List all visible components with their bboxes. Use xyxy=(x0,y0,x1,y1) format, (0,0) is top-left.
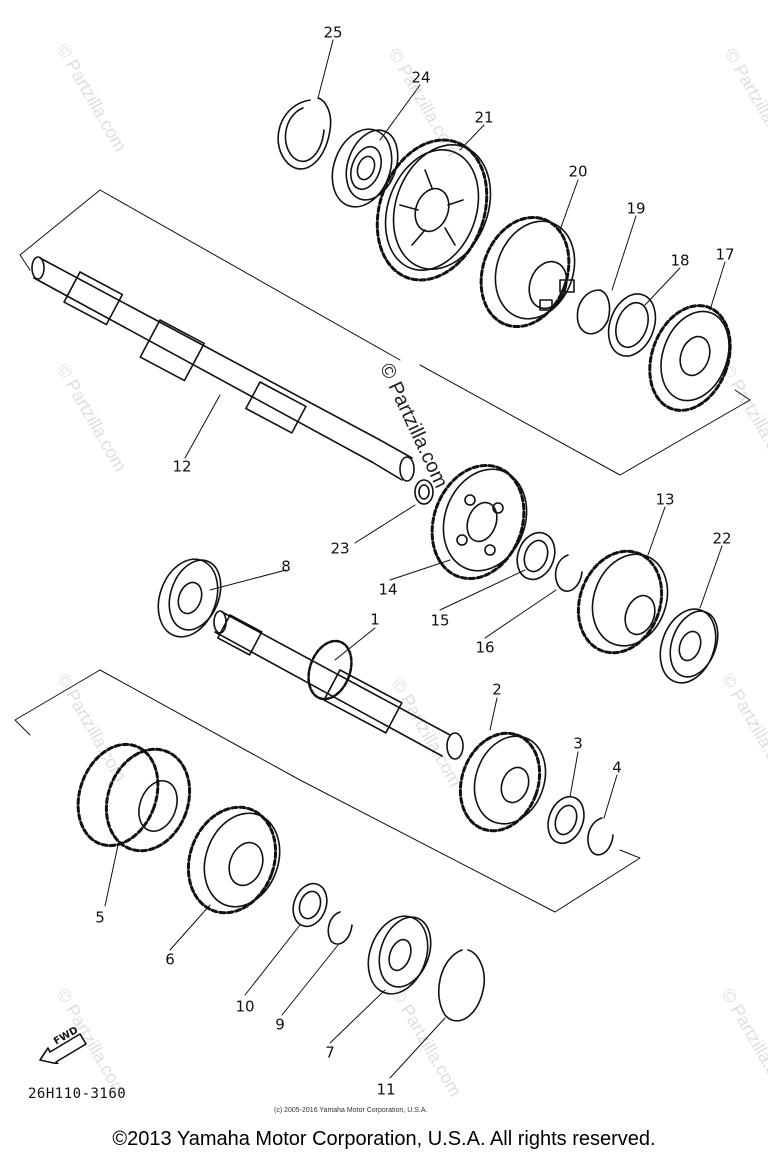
part-20-gear xyxy=(479,215,576,329)
part-5-gear xyxy=(76,742,192,853)
part-17-gear xyxy=(648,304,732,412)
part-label: 4 xyxy=(612,758,622,777)
part-label: 10 xyxy=(235,997,255,1016)
upper-frame xyxy=(19,189,751,476)
part-label: 5 xyxy=(95,908,105,927)
part-13-gear xyxy=(576,549,669,655)
part-label: 1 xyxy=(370,610,380,629)
part-label: 25 xyxy=(323,23,343,42)
part-label: 3 xyxy=(573,734,583,753)
fine-print: (c) 2005-2016 Yamaha Motor Corporation, … xyxy=(274,1107,428,1114)
part-24-bearing xyxy=(331,128,399,208)
part-label: 6 xyxy=(165,950,175,969)
part-18-washer xyxy=(607,293,657,357)
part-label: 11 xyxy=(376,1080,396,1099)
part-9-circlip xyxy=(327,911,353,945)
part-label: 24 xyxy=(411,68,431,87)
part-label: 19 xyxy=(626,199,646,218)
part-11-circlip xyxy=(437,949,486,1022)
part-4-circlip xyxy=(587,817,614,856)
part-label: 17 xyxy=(715,245,735,264)
part-label: 16 xyxy=(475,638,495,657)
diagram-code: 26H110-3160 xyxy=(28,1086,127,1102)
part-15-washer xyxy=(516,531,556,581)
part-16-circlip xyxy=(554,554,583,592)
part-label: 23 xyxy=(330,539,350,558)
fwd-arrow-icon xyxy=(39,1033,87,1064)
part-label: 2 xyxy=(492,680,502,699)
part-19-circlip xyxy=(576,289,611,335)
part-25-circlip xyxy=(277,97,332,170)
part-21-gear xyxy=(375,138,492,282)
part-23-collar xyxy=(414,479,434,505)
part-label: 21 xyxy=(474,108,494,127)
part-label: 7 xyxy=(325,1043,335,1062)
part-2-gear xyxy=(458,731,547,833)
lower-frame xyxy=(14,669,641,913)
part-label: 8 xyxy=(281,557,291,576)
part-label: 20 xyxy=(568,162,588,181)
part-label: 14 xyxy=(378,580,398,599)
part-label: 22 xyxy=(712,529,732,548)
part-12-shaft xyxy=(31,256,415,482)
part-10-washer xyxy=(292,882,328,928)
part-label: 15 xyxy=(430,611,450,630)
part-label: 12 xyxy=(172,457,192,476)
part-1-axle xyxy=(213,610,464,760)
part-6-gear xyxy=(186,805,281,915)
part-label: 13 xyxy=(655,490,675,509)
part-label: 18 xyxy=(670,251,690,270)
leader-lines xyxy=(104,39,726,1079)
part-label: 9 xyxy=(275,1015,285,1034)
part-3-washer xyxy=(547,795,585,845)
part-8-bearing xyxy=(157,558,222,638)
part-7-bearing xyxy=(367,915,432,995)
copyright-notice: ©2013 Yamaha Motor Corporation, U.S.A. A… xyxy=(112,1128,656,1150)
part-14-gear xyxy=(430,463,528,581)
part-22-bearing xyxy=(659,608,719,684)
